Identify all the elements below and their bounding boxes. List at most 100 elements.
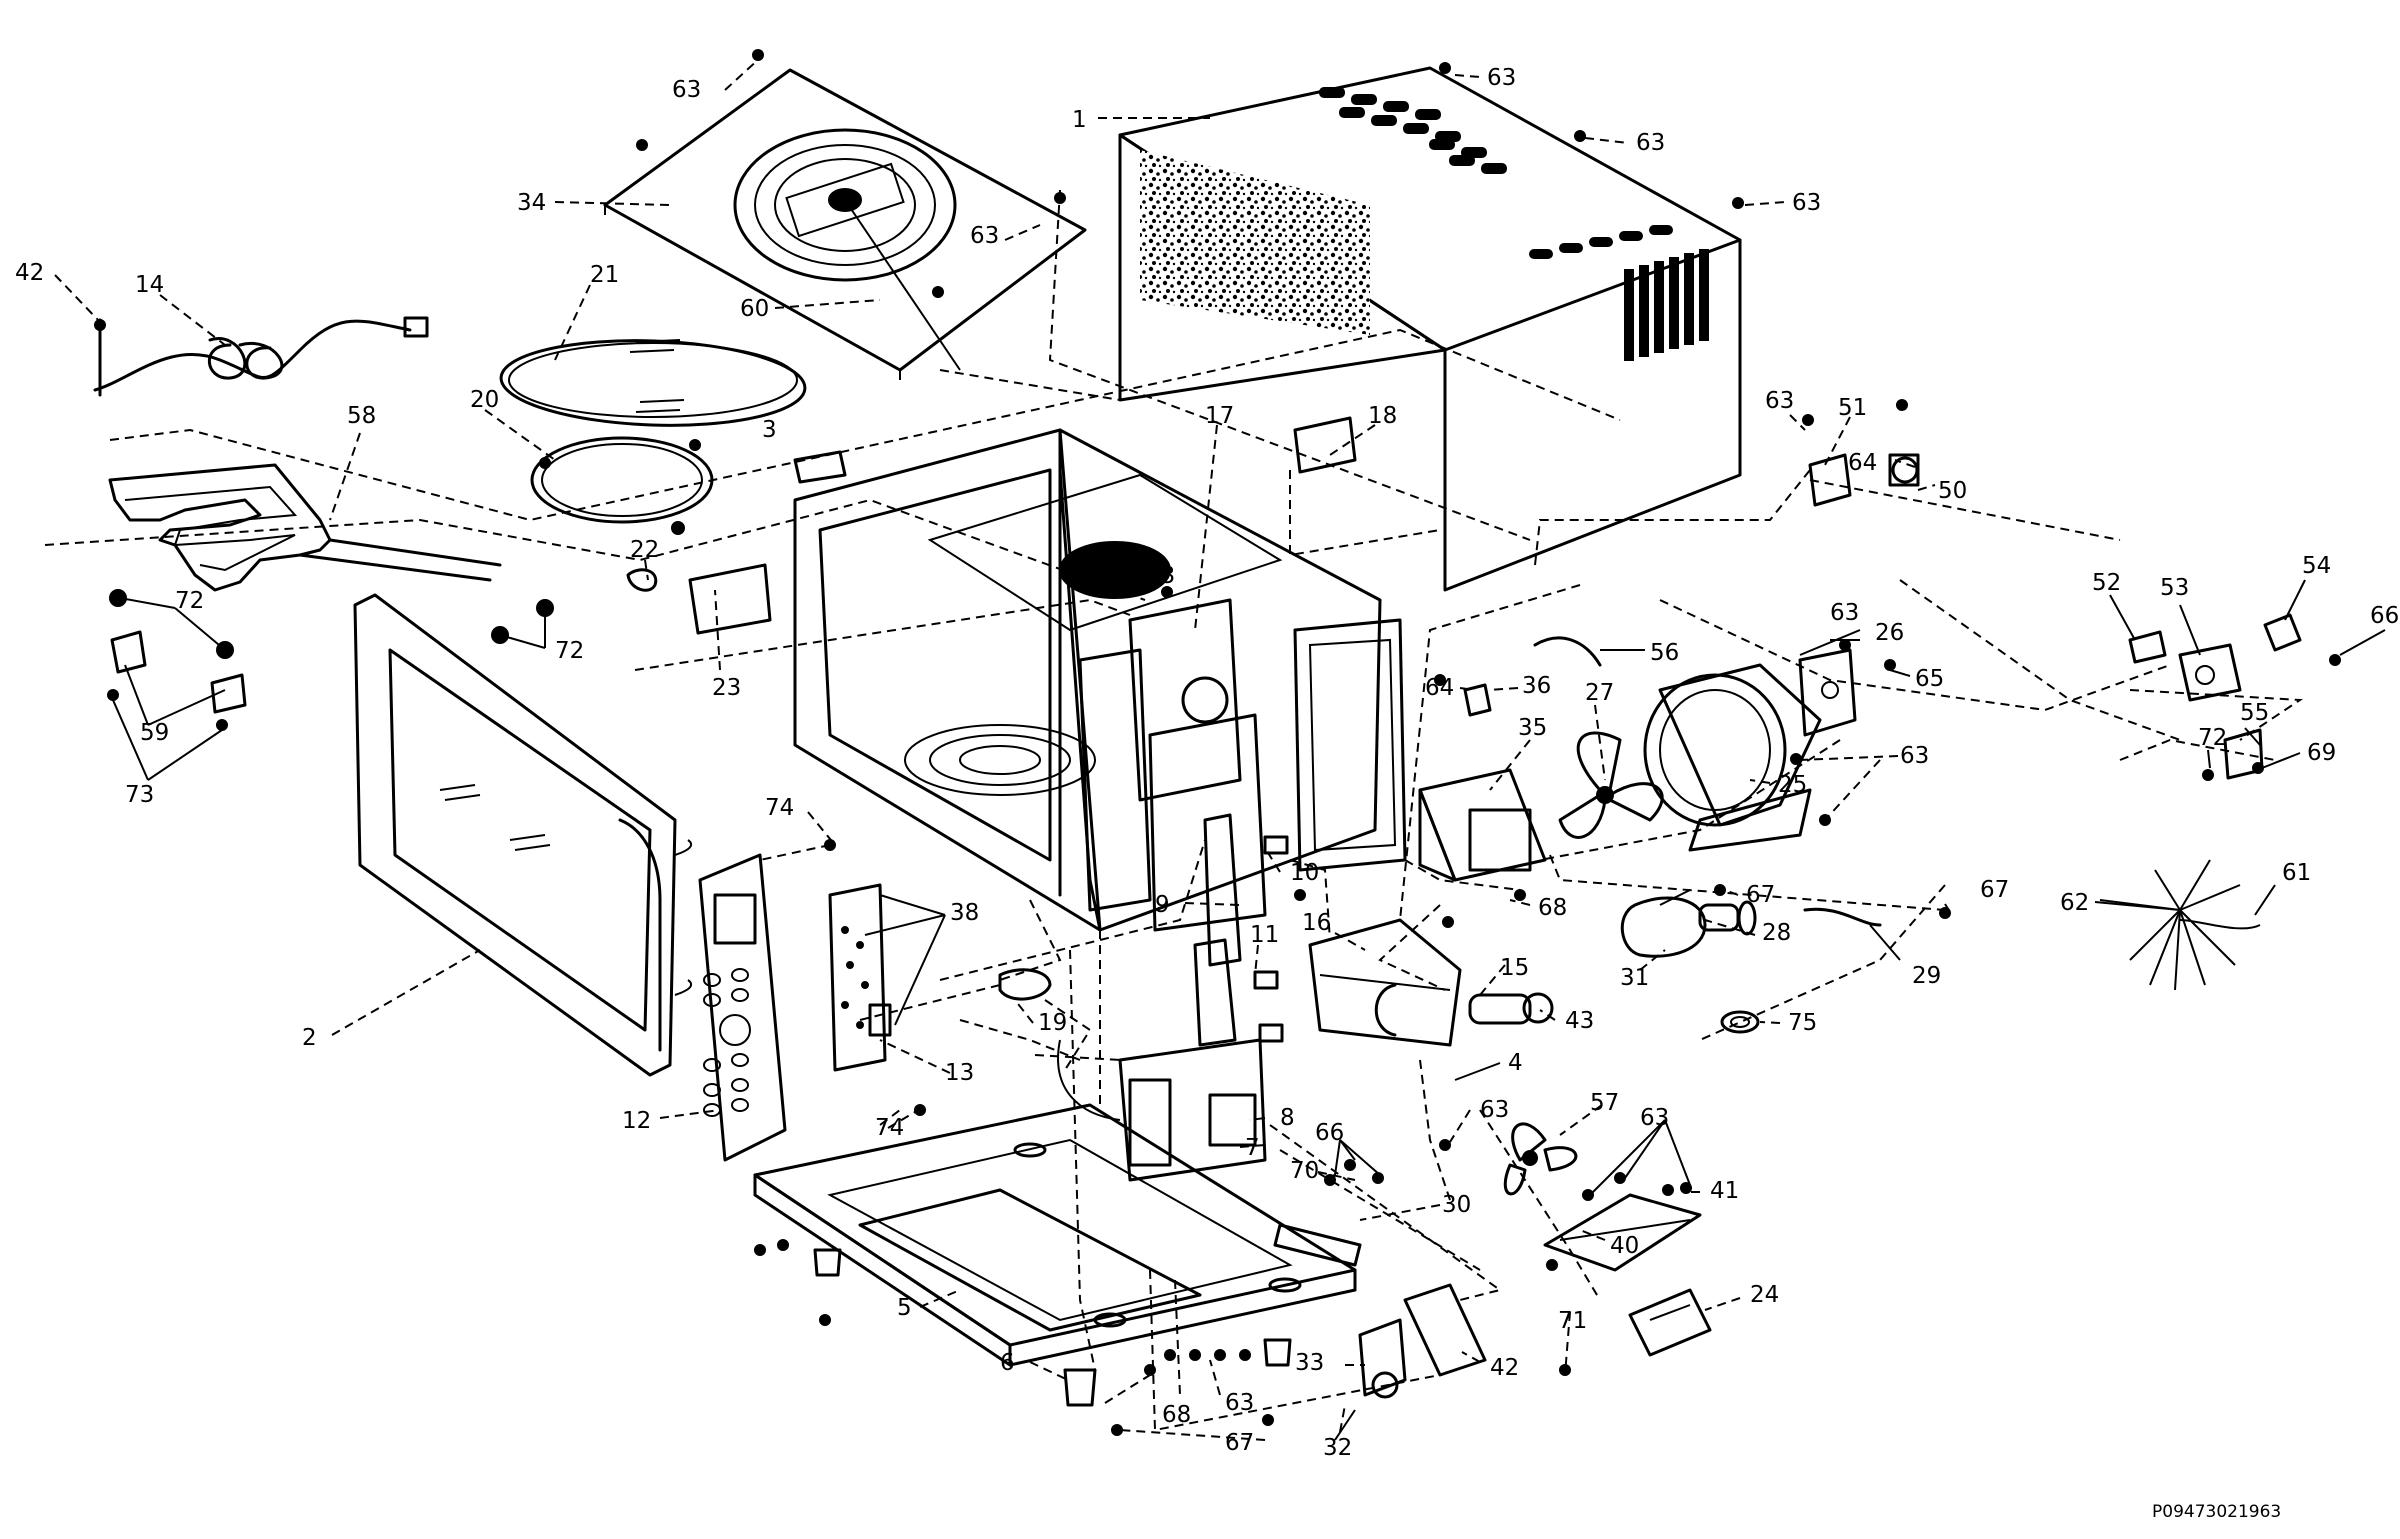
callout-label: 67	[1225, 1430, 1254, 1456]
callout-label: 72	[2198, 725, 2227, 751]
callout-label: 63	[1146, 563, 1175, 589]
callout-label: 9	[1155, 892, 1170, 918]
base-plate	[753, 1103, 1357, 1367]
callout-label: 30	[1442, 1192, 1471, 1218]
capacitor	[1468, 992, 1554, 1025]
switch-assembly	[2128, 613, 2302, 780]
callout-label: 50	[1938, 478, 1967, 504]
cabinet-vent-slots	[1319, 87, 1709, 361]
callout-label: 51	[1838, 395, 1867, 421]
callout-label: 21	[590, 262, 619, 288]
callout-label: 70	[1290, 1158, 1319, 1184]
callout-label: 27	[1585, 680, 1614, 706]
callout-label: 20	[470, 387, 499, 413]
callout-label: 5	[897, 1295, 912, 1321]
outer-cabinet	[1118, 66, 1742, 592]
bracket-26	[1798, 648, 1857, 737]
callout-label: 10	[1290, 860, 1319, 886]
callout-label: 36	[1522, 673, 1551, 699]
callout-label: 3	[762, 417, 777, 443]
latch-24	[1628, 1288, 1712, 1357]
callout-label: 22	[630, 537, 659, 563]
interlock-switch-mount	[1193, 813, 1289, 1047]
callout-label: 68	[1162, 1402, 1191, 1428]
callout-label: 63	[1900, 743, 1929, 769]
control-panel	[698, 853, 787, 1162]
callout-label: 72	[555, 638, 584, 664]
wire-harness	[2099, 859, 2261, 991]
callout-label: 62	[2060, 890, 2089, 916]
callout-label: 52	[2092, 570, 2121, 596]
power-cord	[93, 316, 429, 397]
callout-label: 11	[1250, 922, 1279, 948]
callout-label: 34	[517, 190, 546, 216]
mounting-bracket	[1543, 1193, 1702, 1272]
callout-label: 63	[1765, 388, 1794, 414]
small-parts	[109, 416, 1882, 1267]
callout-label: 42	[1490, 1355, 1519, 1381]
callout-label: 61	[2282, 860, 2311, 886]
callout-label: 66	[2370, 603, 2399, 629]
callout-label: 73	[125, 782, 154, 808]
transformer	[1057, 1038, 1267, 1182]
callout-label: 19	[1038, 1010, 1067, 1036]
callout-label: 60	[740, 296, 769, 322]
callout-label: 17	[1205, 403, 1234, 429]
callout-label: 18	[1368, 403, 1397, 429]
callout-label: 67	[1980, 877, 2009, 903]
callout-label: 63	[1830, 600, 1859, 626]
callout-label: 53	[2160, 575, 2189, 601]
callout-label: 63	[1636, 130, 1665, 156]
callout-label: 69	[2307, 740, 2336, 766]
wave-guide-cover	[1403, 1283, 1487, 1377]
fan-duct	[1308, 918, 1462, 1047]
callout-label: 71	[1558, 1308, 1587, 1334]
callout-label: 16	[1302, 910, 1331, 936]
thermal-switch	[1808, 453, 1920, 507]
callout-label: 66	[1315, 1120, 1344, 1146]
callout-label: 74	[765, 795, 794, 821]
screws	[94, 49, 2341, 1436]
callout-label: 57	[1590, 1090, 1619, 1116]
callout-label: 13	[945, 1060, 974, 1086]
callout-label: 68	[1538, 895, 1567, 921]
callout-label: 8	[1280, 1105, 1295, 1131]
stirrer-motor	[1620, 889, 1757, 958]
callout-label: 42	[15, 260, 44, 286]
callout-labels: 1 63 63 63 63 63 34 60 42 14 21 20 58 3 …	[15, 65, 2399, 1461]
callout-label: 67	[1746, 882, 1775, 908]
callout-label: 56	[1650, 640, 1679, 666]
cooling-fan	[1503, 1122, 1578, 1196]
control-pcb	[828, 883, 892, 1072]
callout-label: 40	[1610, 1233, 1639, 1259]
callout-label: 28	[1762, 920, 1791, 946]
callout-label: 12	[622, 1108, 651, 1134]
callout-label: 41	[1710, 1178, 1739, 1204]
callout-label: 29	[1912, 963, 1941, 989]
callout-label: 74	[875, 1115, 904, 1141]
callout-label: 63	[672, 77, 701, 103]
door-assembly	[353, 593, 693, 1077]
callout-label: 32	[1323, 1435, 1352, 1461]
callout-label: 25	[1778, 772, 1807, 798]
callout-label: 43	[1565, 1008, 1594, 1034]
callout-label: 23	[712, 675, 741, 701]
callout-label: 6	[1000, 1350, 1015, 1376]
assembly-leaders	[44, 189, 2304, 1432]
callout-label: 1	[1072, 107, 1087, 133]
fuse-holder	[1334, 1318, 1407, 1441]
callout-label: 65	[1915, 666, 1944, 692]
callout-label: 35	[1518, 715, 1547, 741]
callout-label: 63	[970, 223, 999, 249]
bottom-plate	[603, 68, 1087, 380]
callout-label: 31	[1620, 965, 1649, 991]
callout-label: 7	[1245, 1135, 1260, 1161]
callout-label: 55	[2240, 700, 2269, 726]
callout-label: 59	[140, 720, 169, 746]
callout-label: 63	[1487, 65, 1516, 91]
oven-cavity-frame	[793, 428, 1407, 932]
washer	[1720, 1010, 1760, 1034]
callout-label: 26	[1875, 620, 1904, 646]
lamp-holder	[998, 968, 1052, 1001]
